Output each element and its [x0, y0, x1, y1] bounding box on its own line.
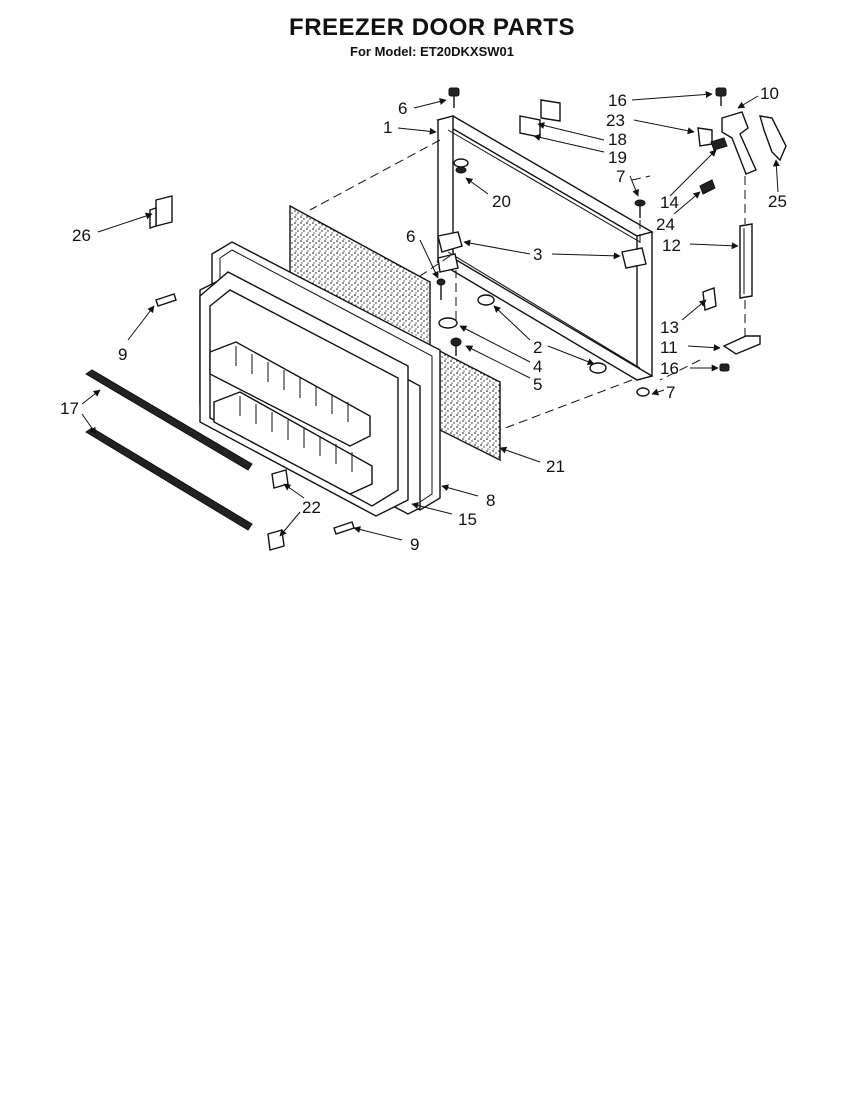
callout-14: 14 — [660, 193, 679, 212]
screw-9-left — [155, 293, 177, 307]
callout-6-top: 6 — [398, 99, 407, 118]
rail-end-caps-22 — [267, 469, 289, 551]
callout-labels: 1 2 3 4 5 6 6 7 7 8 9 9 10 11 12 13 14 1… — [60, 84, 787, 554]
callout-9-left: 9 — [118, 345, 127, 364]
pin-7-bottom — [636, 387, 650, 397]
shelf-ribs-lower — [239, 396, 353, 472]
callout-8: 8 — [486, 491, 495, 510]
door-liner-shelves — [199, 271, 409, 517]
callout-26: 26 — [72, 226, 91, 245]
callout-19: 19 — [608, 148, 627, 167]
shelf-rail-upper — [85, 369, 253, 471]
pin-7-top — [634, 199, 646, 218]
callout-5: 5 — [533, 375, 542, 394]
callout-16-bottom: 16 — [660, 359, 679, 378]
screw-16-top — [715, 87, 727, 106]
screw-16-bottom — [719, 363, 730, 372]
bracket-26 — [149, 195, 173, 229]
callout-1: 1 — [383, 118, 392, 137]
callout-22: 22 — [302, 498, 321, 517]
cap-25 — [759, 115, 787, 162]
callout-13: 13 — [660, 318, 679, 337]
handle-12 — [739, 223, 753, 299]
hinge-10 — [721, 111, 757, 175]
bushing-20 — [453, 158, 469, 174]
hinge-bracket-left — [437, 231, 463, 273]
screw-5 — [450, 337, 462, 356]
door-frame — [436, 115, 654, 381]
screw-24 — [699, 179, 716, 195]
callout-16-top: 16 — [608, 91, 627, 110]
callout-7-top: 7 — [616, 167, 625, 186]
callout-25: 25 — [768, 192, 787, 211]
callout-leaders — [81, 90, 780, 541]
callout-6-middle: 6 — [406, 227, 415, 246]
callout-9-bottom: 9 — [410, 535, 419, 554]
callout-24: 24 — [656, 215, 675, 234]
callout-20: 20 — [492, 192, 511, 211]
callout-2: 2 — [533, 338, 542, 357]
callout-11: 11 — [660, 338, 678, 357]
callout-23: 23 — [606, 111, 625, 130]
callout-7-bottom: 7 — [666, 383, 675, 402]
model-subtitle: For Model: ET20DKXSW01 — [350, 44, 514, 59]
hinge-11 — [722, 335, 761, 355]
stop-2 — [477, 294, 607, 374]
label-plate-19 — [519, 115, 541, 138]
callout-12: 12 — [662, 236, 681, 255]
spacer-23 — [697, 127, 713, 147]
screw-6-top — [448, 87, 460, 108]
screw-9-bottom — [333, 521, 355, 535]
callout-15: 15 — [458, 510, 477, 529]
washer-4 — [438, 317, 458, 329]
label-plate-18 — [540, 99, 561, 122]
callout-4: 4 — [533, 357, 542, 376]
shelf-ribs-upper — [235, 346, 349, 422]
hinge-bracket-right — [621, 247, 647, 269]
clip-13 — [702, 287, 717, 311]
assembly-guide-lines — [309, 139, 746, 431]
callout-21: 21 — [546, 457, 565, 476]
screw-6-middle — [436, 278, 446, 300]
shelf-rail-lower — [85, 427, 253, 531]
shim-14 — [710, 137, 728, 151]
page-title: FREEZER DOOR PARTS — [289, 14, 575, 41]
callout-17: 17 — [60, 399, 79, 418]
callout-3: 3 — [533, 245, 542, 264]
callout-10: 10 — [760, 84, 779, 103]
callout-18: 18 — [608, 130, 627, 149]
